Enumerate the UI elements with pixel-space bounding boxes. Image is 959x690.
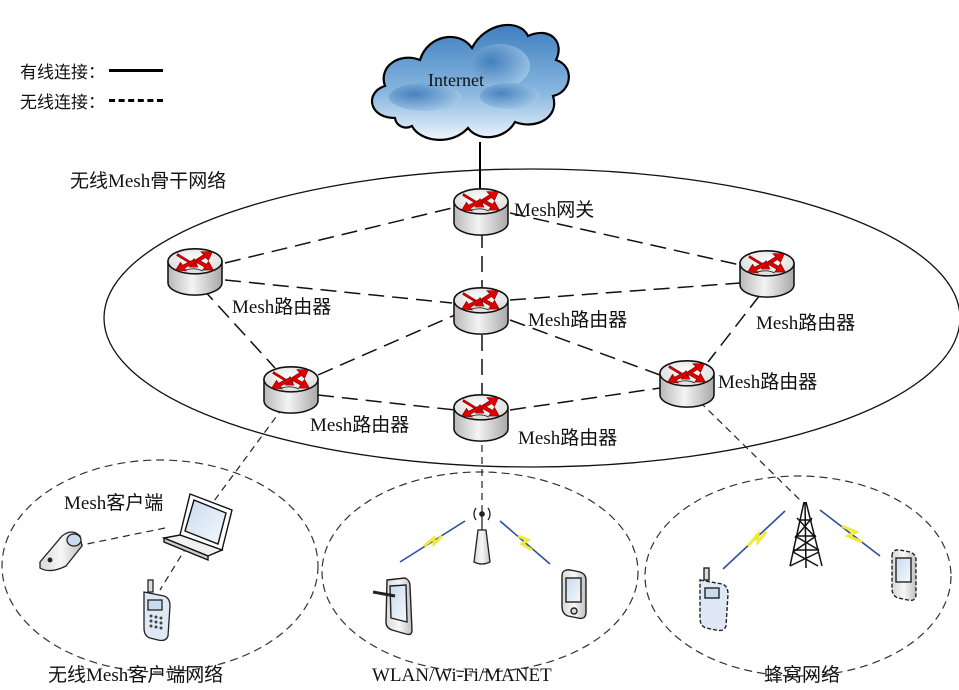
tablet-icon: [372, 577, 413, 636]
internet-label: Internet: [428, 70, 484, 90]
backbone-boundary: [103, 168, 959, 468]
link-c-rt: [509, 282, 741, 301]
dashed-line-swatch: [109, 99, 163, 102]
router-icon: [167, 248, 223, 296]
cellular-boundary: [644, 475, 952, 677]
router-icon: [453, 287, 509, 335]
link-laptop-flip: [81, 527, 166, 546]
link-cb-rm: [509, 387, 661, 411]
legend-wireless-label: 无线连接：: [20, 93, 105, 113]
link-router-laptop: [199, 397, 291, 521]
legend-wireless: 无线连接：: [20, 88, 163, 113]
pda-icon: [561, 569, 587, 620]
client-mesh-boundary: [1, 459, 319, 673]
gateway-label: Mesh网关: [514, 200, 595, 221]
laptop-icon: [161, 493, 233, 562]
mesh-gateway-icon: [453, 188, 509, 236]
legend-wired-label: 有线连接：: [20, 63, 105, 83]
radio-link: [722, 510, 786, 570]
radio-links: [399, 509, 881, 570]
router-icon: [263, 366, 319, 414]
link-lb-cb: [317, 394, 456, 411]
router-label: Mesh路由器: [518, 428, 618, 449]
link-lt-c: [224, 279, 453, 304]
router-label: Mesh路由器: [310, 415, 410, 436]
router-label: Mesh路由器: [756, 313, 856, 334]
radio-link: [499, 520, 551, 565]
access-point-icon: [473, 507, 491, 565]
wlan-boundary: [321, 471, 639, 673]
backbone-title: 无线Mesh骨干网络: [70, 171, 227, 192]
radio-link: [399, 520, 466, 563]
radio-link: [819, 509, 881, 557]
router-icon: [453, 394, 509, 442]
link-lt-lb: [201, 287, 276, 369]
subnet-title-cellular: 蜂窝网络: [764, 665, 841, 686]
subnet-title-client: 无线Mesh客户端网络: [48, 665, 224, 686]
router-icon: [739, 250, 795, 298]
link-router-tower: [699, 401, 801, 501]
link-gw-rt: [509, 212, 741, 266]
router-icon: [659, 360, 715, 408]
backbone-links: [201, 207, 761, 411]
pda-icon: [891, 549, 917, 602]
flip-phone-icon: [39, 531, 83, 572]
mesh-client-label: Mesh客户端: [64, 493, 164, 514]
solid-line-swatch: [109, 69, 163, 72]
link-gw-lt: [224, 207, 453, 264]
mobile-phone-icon: [143, 579, 171, 642]
link-c-rm: [509, 319, 661, 376]
internet-cloud: [370, 23, 570, 141]
router-label: Mesh路由器: [232, 297, 332, 318]
router-label: Mesh路由器: [718, 372, 818, 393]
router-label: Mesh路由器: [528, 310, 628, 331]
cell-tower-icon: [789, 501, 823, 569]
mobile-phone-icon: [699, 567, 729, 632]
subnet-title-wlan: WLAN/Wi-Fi/MANET: [372, 665, 552, 686]
legend-wired: 有线连接：: [20, 58, 163, 83]
link-lb-c: [317, 314, 456, 376]
link-rt-rm: [707, 294, 761, 363]
